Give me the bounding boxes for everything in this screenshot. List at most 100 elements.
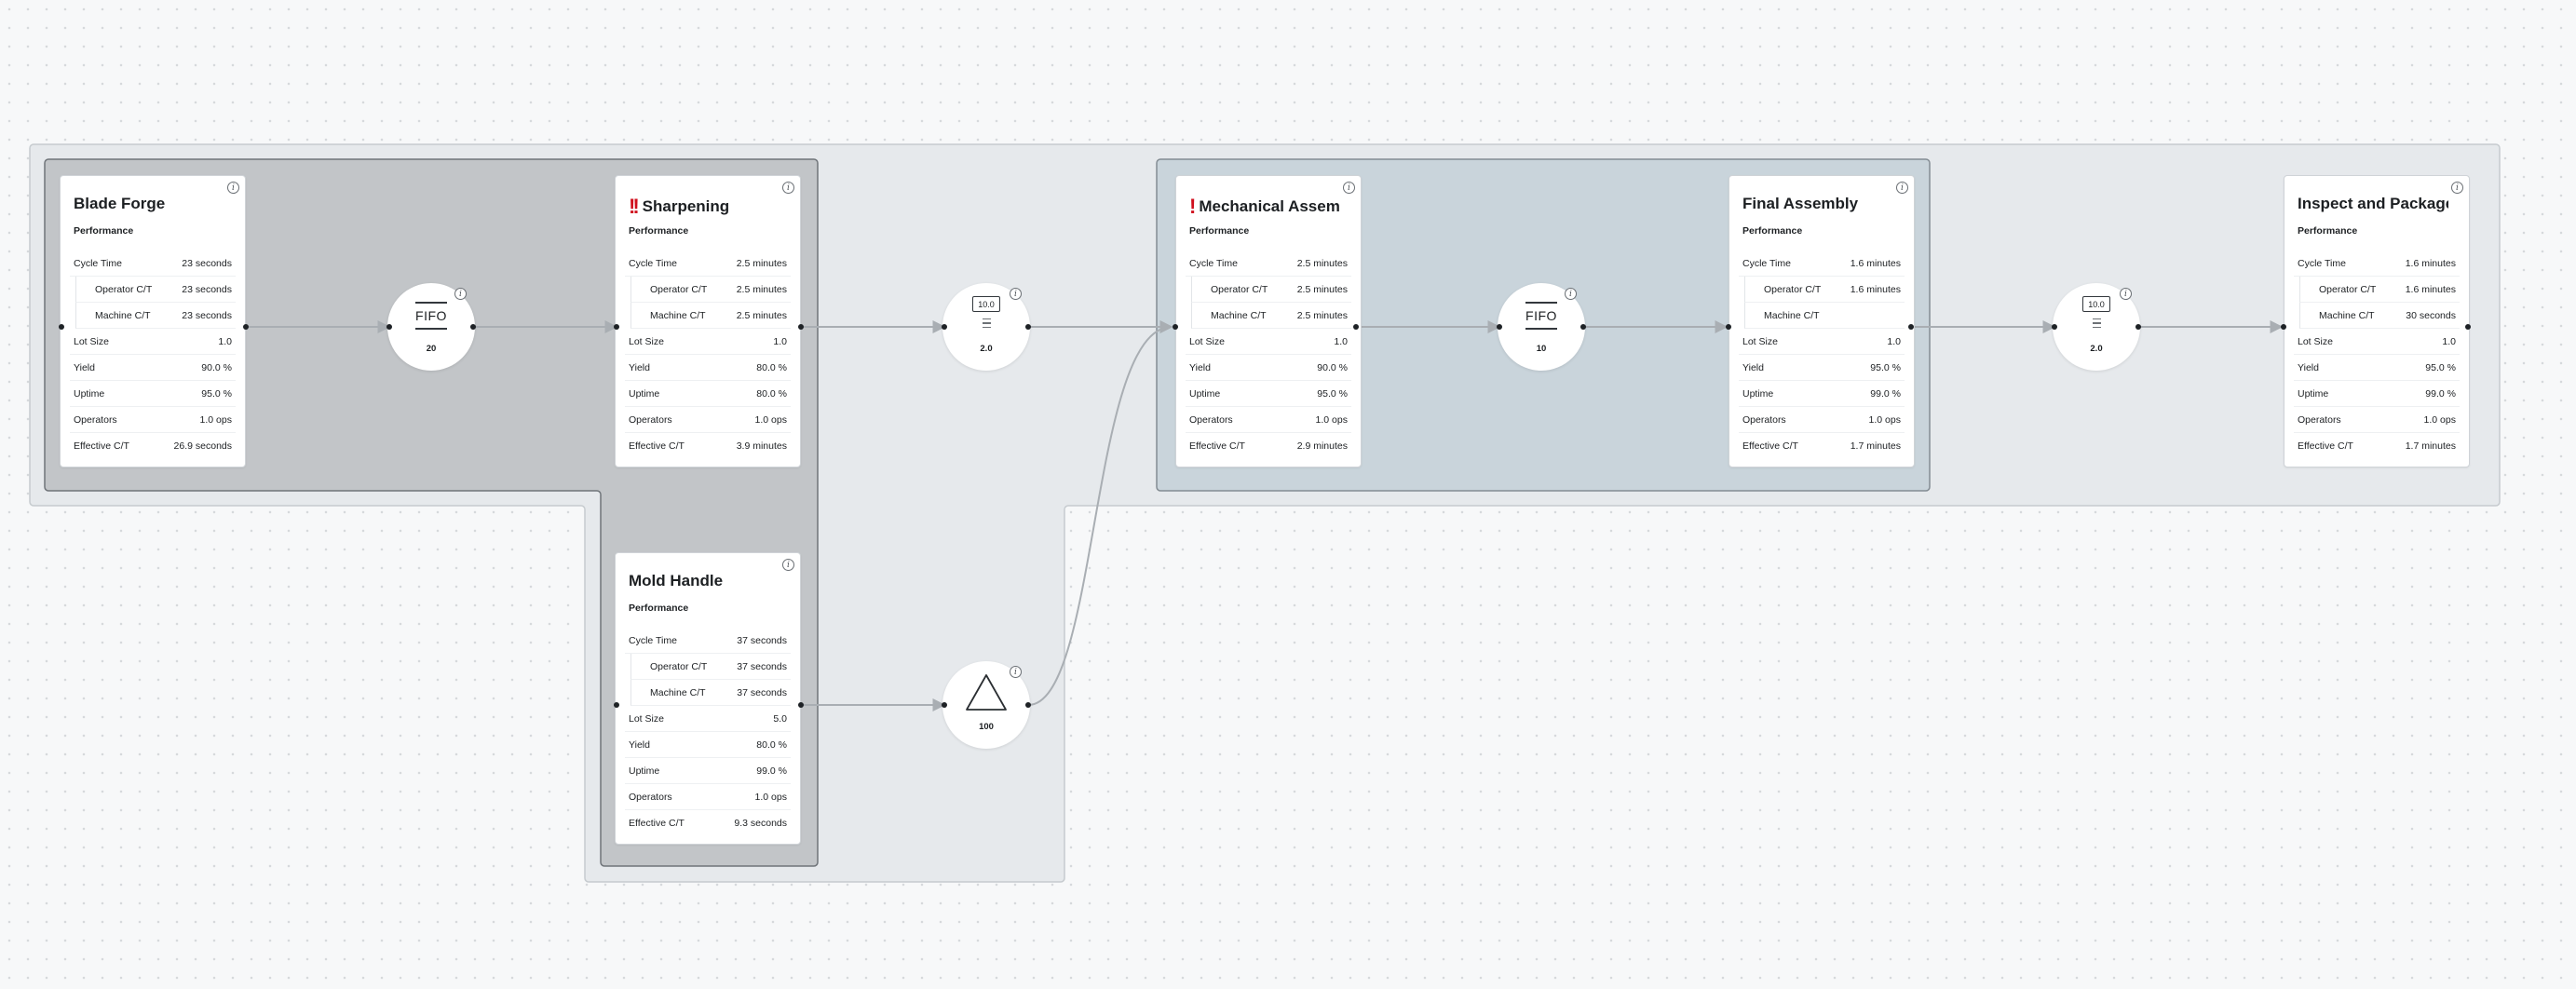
metric-label: Cycle Time	[74, 257, 122, 269]
info-icon[interactable]: i	[1010, 666, 1022, 678]
metric-row: Machine C/T	[1744, 303, 1905, 329]
metric-label: Lot Size	[1189, 335, 1225, 347]
metric-label: Machine C/T	[95, 309, 151, 321]
info-icon[interactable]: i	[782, 559, 794, 571]
info-icon[interactable]: i	[782, 182, 794, 194]
metric-value: 1.0 ops	[1315, 413, 1348, 426]
process-card-mechanical-assembly[interactable]: ! Mechanical Assembly i Performance Cycl…	[1175, 175, 1362, 467]
connection-port[interactable]	[614, 702, 619, 708]
info-icon[interactable]: i	[1565, 288, 1577, 300]
info-icon[interactable]: i	[1896, 182, 1908, 194]
fifo-icon: FIFO	[415, 302, 447, 330]
connection-port[interactable]	[1497, 324, 1502, 330]
connection-port[interactable]	[2465, 324, 2471, 330]
kanban-supermarket-node[interactable]: i 10.0 2.0	[2053, 283, 2140, 371]
fifo-buffer-node[interactable]: i FIFO 20	[387, 283, 475, 371]
metric-value: 2.5 minutes	[736, 309, 787, 321]
metric-value: 23 seconds	[182, 257, 232, 269]
info-icon[interactable]: i	[1343, 182, 1355, 194]
process-card-inspect-and-package[interactable]: Inspect and Package i Performance Cycle …	[2284, 175, 2470, 467]
metric-value: 1.6 minutes	[2405, 283, 2456, 295]
metric-label: Machine C/T	[650, 686, 706, 698]
connection-port[interactable]	[1908, 324, 1914, 330]
kanban-card-icon: 10.0	[972, 296, 1000, 312]
inventory-quantity: 100	[979, 722, 994, 732]
metric-label: Operators	[629, 791, 672, 803]
connection-port[interactable]	[942, 702, 947, 708]
info-icon[interactable]: i	[1010, 288, 1022, 300]
metric-value: 80.0 %	[756, 361, 787, 373]
metric-label: Effective C/T	[629, 440, 685, 452]
metric-value: 99.0 %	[2425, 387, 2456, 400]
connection-port[interactable]	[243, 324, 249, 330]
metric-label: Effective C/T	[74, 440, 129, 452]
fifo-icon: FIFO	[1525, 302, 1557, 330]
metric-value: 37 seconds	[737, 686, 787, 698]
metric-value: 90.0 %	[1317, 361, 1348, 373]
connection-port[interactable]	[470, 324, 476, 330]
kanban-card-icon: 10.0	[2082, 296, 2110, 312]
metric-value: 1.0 ops	[199, 413, 232, 426]
metric-value: 1.6 minutes	[1850, 257, 1901, 269]
info-icon[interactable]: i	[2451, 182, 2463, 194]
connection-port[interactable]	[1025, 324, 1031, 330]
connection-port[interactable]	[942, 324, 947, 330]
connection-port[interactable]	[614, 324, 619, 330]
metric-value: 1.7 minutes	[1850, 440, 1901, 452]
connection-port[interactable]	[2052, 324, 2057, 330]
connection-port[interactable]	[2281, 324, 2286, 330]
inventory-node[interactable]: i 100	[942, 661, 1030, 749]
metric-value: 99.0 %	[756, 765, 787, 777]
metric-value: 95.0 %	[1870, 361, 1901, 373]
connection-port[interactable]	[798, 324, 804, 330]
info-icon[interactable]: i	[227, 182, 239, 194]
fifo-buffer-node[interactable]: i FIFO 10	[1498, 283, 1585, 371]
metric-label: Yield	[629, 361, 650, 373]
metric-value: 1.7 minutes	[2405, 440, 2456, 452]
connection-port[interactable]	[1173, 324, 1178, 330]
performance-heading: Performance	[1189, 225, 1250, 237]
metric-value: 2.5 minutes	[736, 257, 787, 269]
connection-port[interactable]	[386, 324, 392, 330]
kanban-supermarket-node[interactable]: i 10.0 2.0	[942, 283, 1030, 371]
process-title: Final Assembly	[1742, 195, 1893, 213]
connection-port[interactable]	[59, 324, 64, 330]
metric-value: 1.0	[1887, 335, 1901, 347]
info-icon[interactable]: i	[454, 288, 467, 300]
buffer-capacity: 10	[1536, 344, 1547, 354]
metric-label: Cycle Time	[629, 634, 677, 646]
metric-value: 95.0 %	[1317, 387, 1348, 400]
connection-port[interactable]	[1726, 324, 1731, 330]
connection-port[interactable]	[2135, 324, 2141, 330]
info-icon[interactable]: i	[2120, 288, 2132, 300]
process-name: Sharpening	[642, 197, 730, 215]
connection-port[interactable]	[1580, 324, 1586, 330]
metric-label: Operator C/T	[95, 283, 153, 295]
connection-port[interactable]	[798, 702, 804, 708]
connection-port[interactable]	[1025, 702, 1031, 708]
metric-value: 1.6 minutes	[1850, 283, 1901, 295]
connection-port[interactable]	[1353, 324, 1359, 330]
metric-value: 90.0 %	[201, 361, 232, 373]
